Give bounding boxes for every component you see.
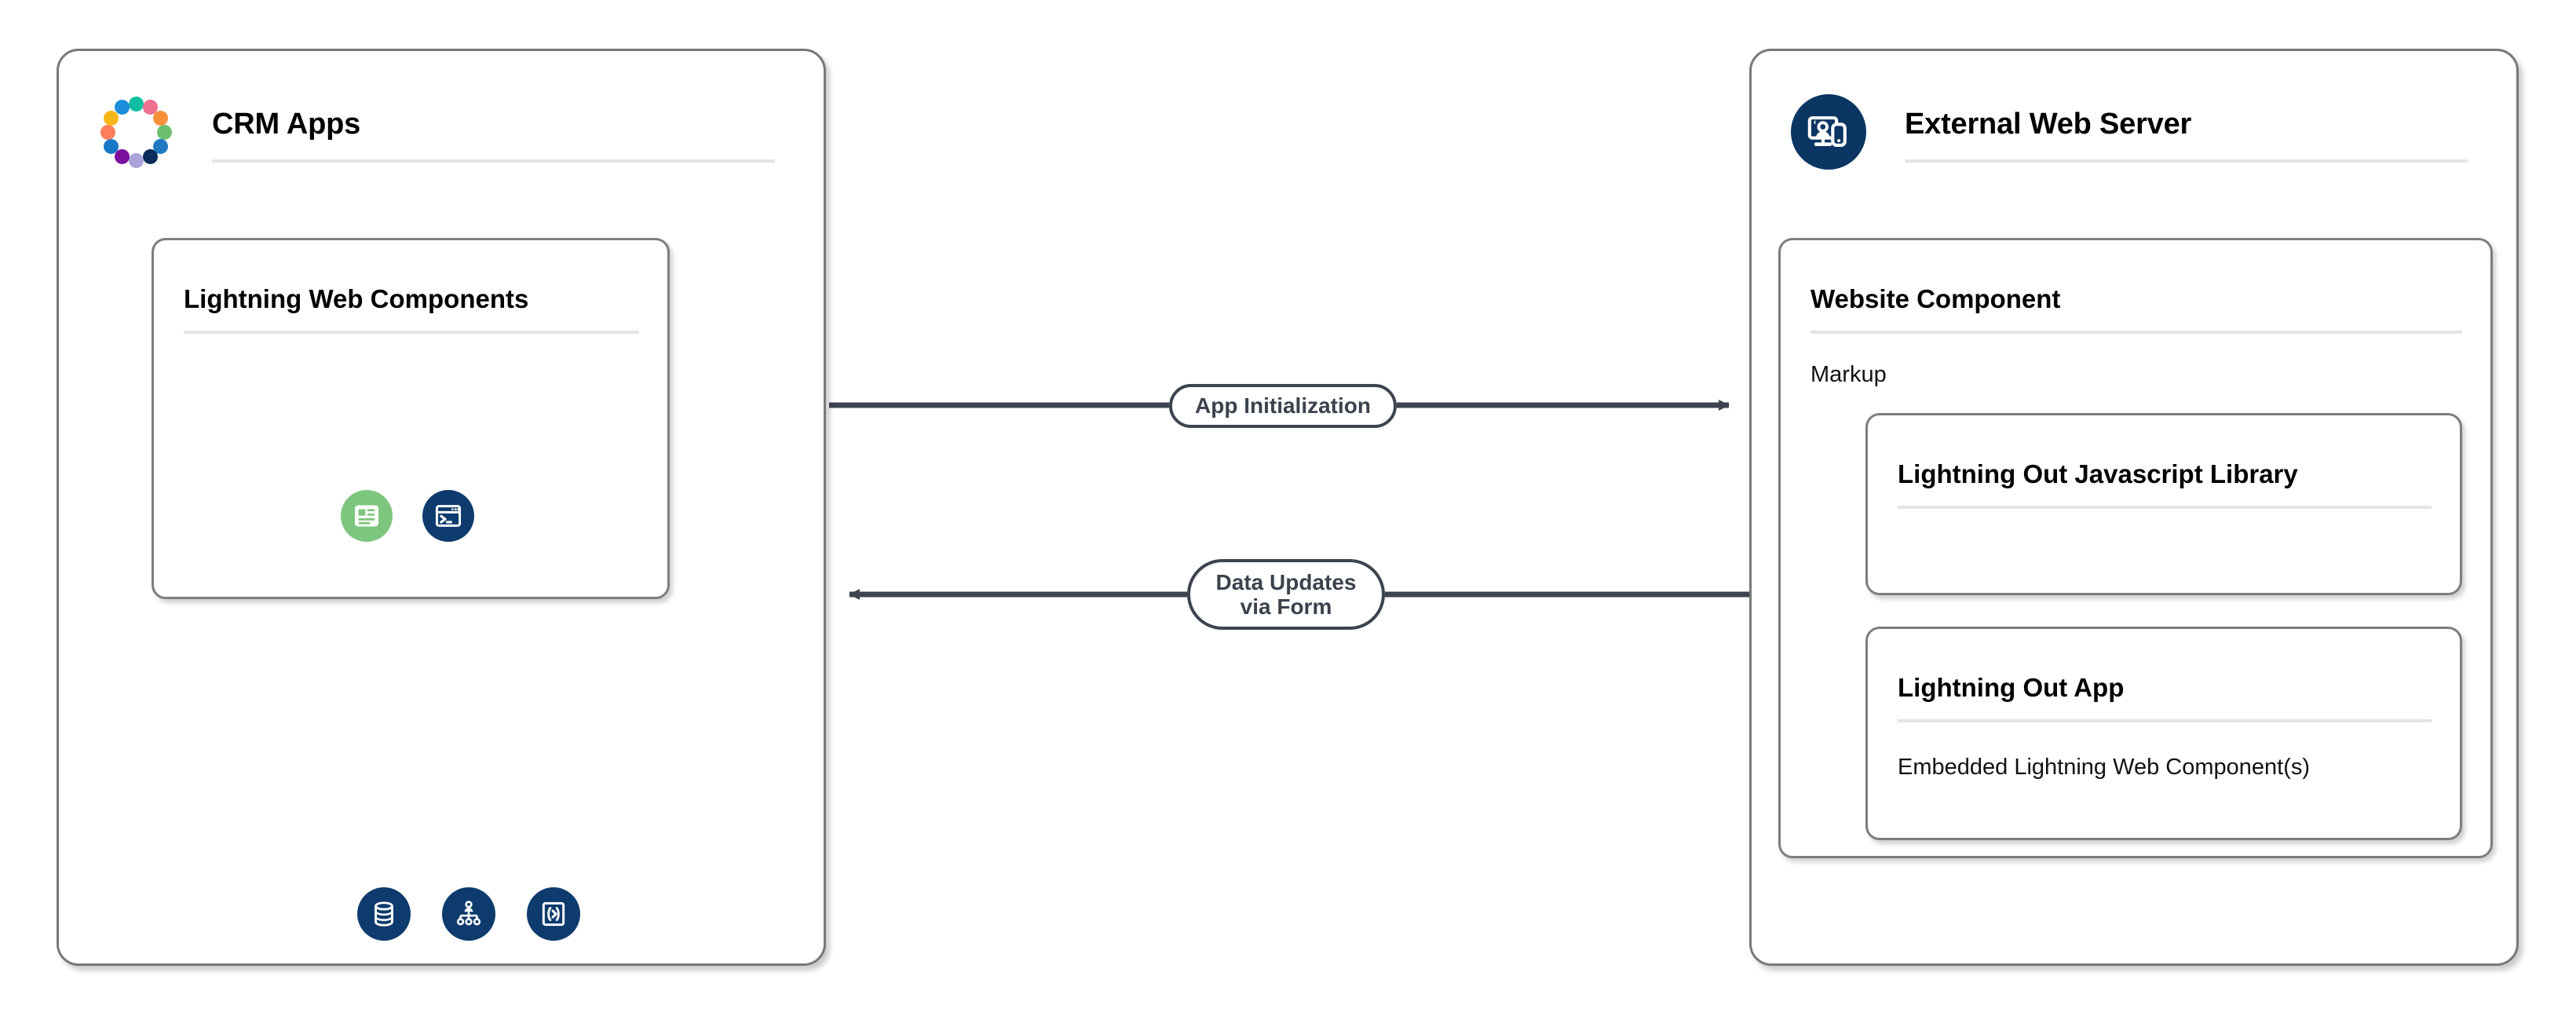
- crm-dot-1: [142, 100, 158, 115]
- lightning-web-components-title: Lightning Web Components: [184, 284, 529, 313]
- hierarchy-org-chart-icon: [442, 887, 495, 941]
- crm-dot-7: [114, 148, 130, 164]
- web-server-devices-icon: [1791, 94, 1866, 170]
- external-web-server-title: External Web Server: [1905, 108, 2192, 141]
- website-component-card: Website Component Markup Lightning Out J…: [1778, 238, 2493, 858]
- lightning-out-app-title: Lightning Out App: [1898, 673, 2125, 702]
- lightning-web-components-icon-row: [341, 490, 474, 542]
- lightning-web-components-divider: [184, 331, 639, 334]
- crm-apps-bottom-icon-row: [357, 887, 580, 941]
- crm-dot-11: [114, 100, 130, 115]
- database-icon: [357, 887, 411, 941]
- crm-apps-panel: CRM Apps Lightning Web Components: [57, 49, 826, 966]
- crm-dot-10: [104, 110, 119, 126]
- crm-dot-2: [152, 110, 168, 126]
- website-component-markup-label: Markup: [1811, 362, 1887, 387]
- lightning-out-javascript-library-card: Lightning Out Javascript Library: [1865, 413, 2462, 595]
- website-component-divider: [1811, 331, 2462, 334]
- crm-apps-header-divider: [212, 159, 775, 163]
- crm-dot-9: [100, 124, 115, 140]
- crm-dot-4: [152, 138, 168, 154]
- article-document-icon: [341, 490, 393, 542]
- external-web-server-panel: External Web Server Website Component Ma…: [1749, 49, 2519, 966]
- crm-dot-8: [104, 138, 119, 154]
- lightning-out-javascript-library-title: Lightning Out Javascript Library: [1898, 459, 2298, 488]
- lightning-web-components-card: Lightning Web Components: [152, 238, 670, 599]
- crm-dot-5: [142, 148, 158, 164]
- external-web-server-header: External Web Server: [1752, 51, 2516, 188]
- crm-dot-3: [156, 124, 172, 140]
- connector-label-app-initialization: App Initialization: [1169, 384, 1397, 428]
- crm-apps-title: CRM Apps: [212, 108, 361, 141]
- embedded-lightning-web-components-label: Embedded Lightning Web Component(s): [1898, 755, 2311, 780]
- crm-dot-6: [128, 152, 144, 168]
- crm-dot-ring-icon: [98, 94, 174, 170]
- lightning-out-app-card: Lightning Out App Embedded Lightning Web…: [1865, 627, 2462, 840]
- external-web-server-header-divider: [1905, 159, 2468, 163]
- connector-label-data-updates: Data Updates via Form: [1187, 559, 1385, 630]
- lightning-out-javascript-library-divider: [1898, 506, 2432, 509]
- website-component-title: Website Component: [1811, 284, 2061, 313]
- crm-apps-header: CRM Apps: [59, 51, 824, 188]
- code-brackets-icon: [527, 887, 580, 941]
- crm-dot-0: [128, 96, 144, 112]
- lightning-out-app-divider: [1898, 719, 2432, 722]
- terminal-console-icon: [422, 490, 474, 542]
